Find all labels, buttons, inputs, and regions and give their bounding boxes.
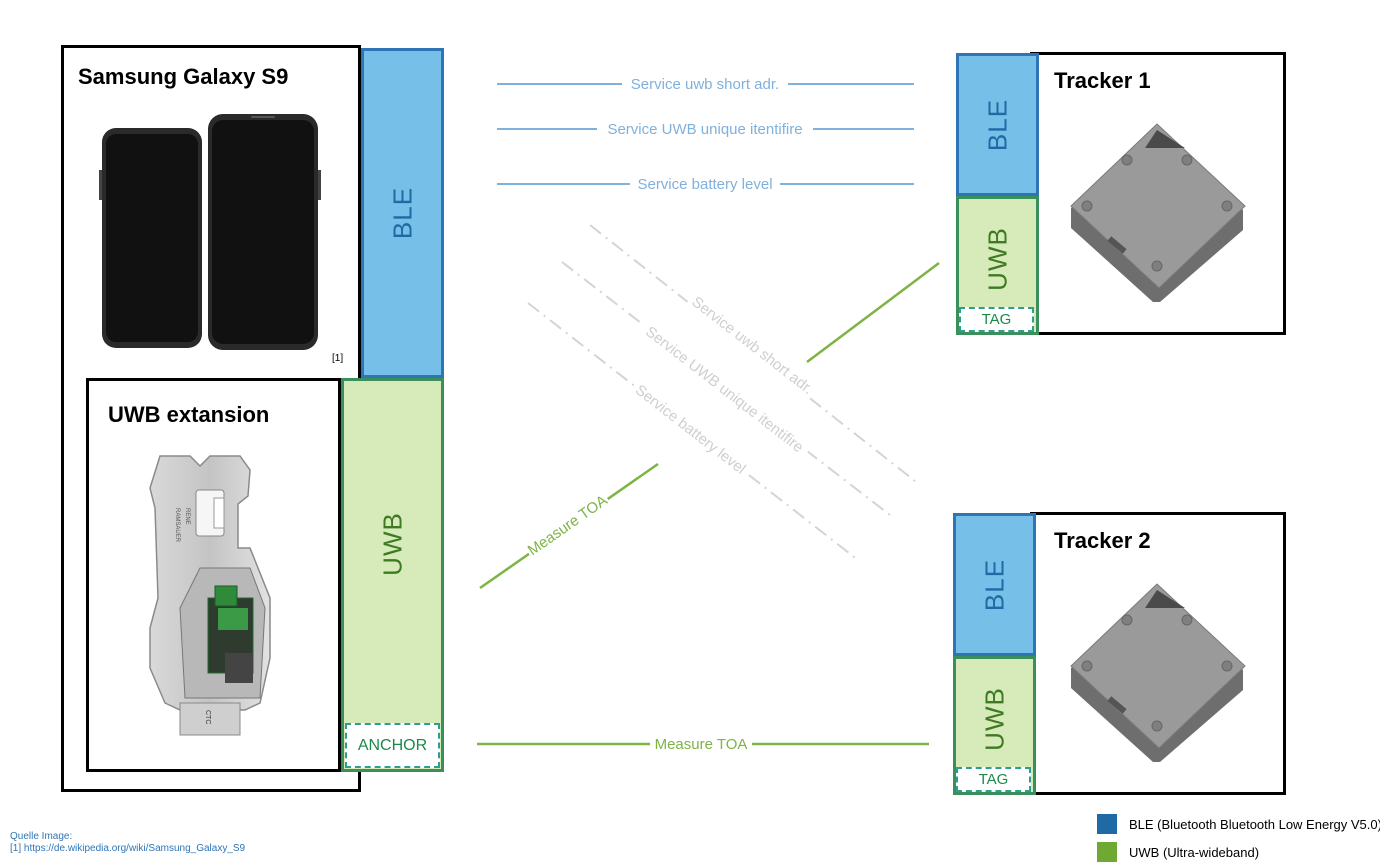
tracker1-ble-bar: BLE <box>956 53 1039 196</box>
source-line-1: Quelle Image: <box>10 831 73 842</box>
legend-uwb-swatch <box>1097 842 1117 862</box>
tracker2-tag-label: TAG <box>956 767 1031 792</box>
toa-label-tracker1: Measure TOA <box>525 492 611 559</box>
tracker1-image <box>1070 123 1246 302</box>
left-uwb-bar: UWB <box>341 378 444 772</box>
left-ble-bar: BLE <box>361 48 444 378</box>
uwb-extension-title: UWB extansion <box>108 402 270 427</box>
ble-service-label-2: Service UWB unique itentifire <box>607 121 802 138</box>
tracker1-title: Tracker 1 <box>1054 68 1151 93</box>
legend-ble-swatch <box>1097 814 1117 834</box>
toa-label-tracker2: Measure TOA <box>655 736 748 753</box>
tracker1-tag-label: TAG <box>959 307 1034 332</box>
board-text-2: RENE <box>184 508 190 525</box>
legend-ble-label: BLE (Bluetooth Bluetooth Low Energy V5.0… <box>1129 817 1380 832</box>
tracker2-image <box>1070 583 1246 762</box>
toa-line-tracker1-upper <box>806 262 940 363</box>
tracker2-title: Tracker 2 <box>1054 528 1151 553</box>
ghost-service-label-2: Service UWB unique itentifire <box>642 323 807 456</box>
phone-title: Samsung Galaxy S9 <box>78 64 289 89</box>
source-line-2: [1] https://de.wikipedia.org/wiki/Samsun… <box>10 843 246 854</box>
board-text-3: CTC <box>204 710 211 724</box>
ble-service-label-1: Service uwb short adr. <box>631 76 779 93</box>
anchor-label: ANCHOR <box>345 723 440 768</box>
phone-image <box>99 114 321 350</box>
legend-uwb-label: UWB (Ultra-wideband) <box>1129 845 1260 860</box>
phone-image-ref: [1] <box>332 353 344 364</box>
uwb-extension-image: RAMSAUER RENE CTC <box>149 455 271 736</box>
board-text-1: RAMSAUER <box>174 508 180 543</box>
tracker2-ble-bar: BLE <box>953 513 1036 656</box>
ble-service-label-3: Service battery level <box>637 176 772 193</box>
